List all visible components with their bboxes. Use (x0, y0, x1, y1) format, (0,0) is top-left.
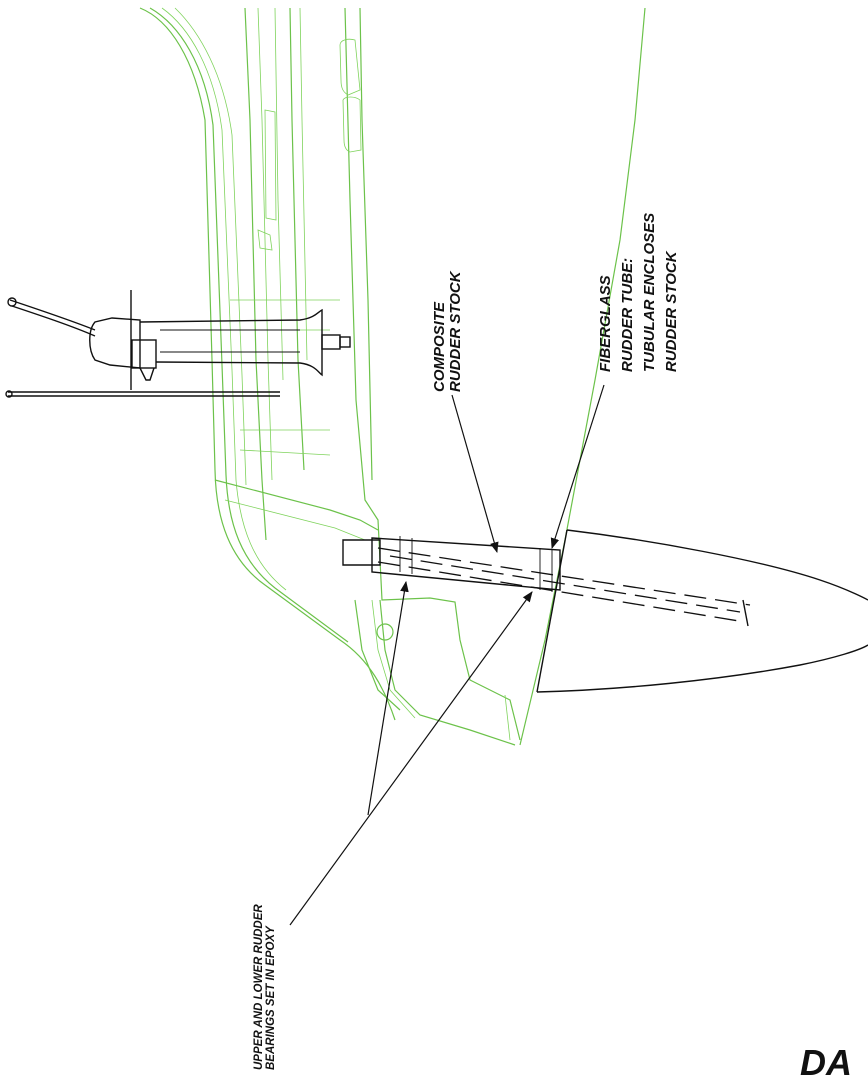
rudder-blade (536, 529, 868, 693)
title-fragment: DA (800, 1042, 852, 1075)
hull-wireframe (139, 7, 646, 746)
label-line: BEARINGS SET IN EPOXY (265, 925, 277, 1070)
rudder-stock (342, 536, 751, 627)
label-line: TUBULAR ENCLOSES (641, 213, 658, 372)
label-fiberglass-tube: FIBERGLASS RUDDER TUBE: TUBULAR ENCLOSES… (597, 213, 680, 372)
leader-lines (289, 384, 605, 926)
label-line: COMPOSITE (431, 301, 448, 392)
label-bearings: UPPER AND LOWER RUDDER BEARINGS SET IN E… (253, 904, 277, 1070)
label-line: RUDDER STOCK (663, 250, 680, 372)
label-composite-stock: COMPOSITE RUDDER STOCK (431, 270, 464, 392)
label-line: RUDDER STOCK (447, 270, 464, 392)
label-line: UPPER AND LOWER RUDDER (253, 904, 265, 1070)
tiller-assembly (5, 290, 351, 398)
label-line: RUDDER TUBE: (619, 258, 636, 372)
label-line: FIBERGLASS (597, 275, 614, 372)
